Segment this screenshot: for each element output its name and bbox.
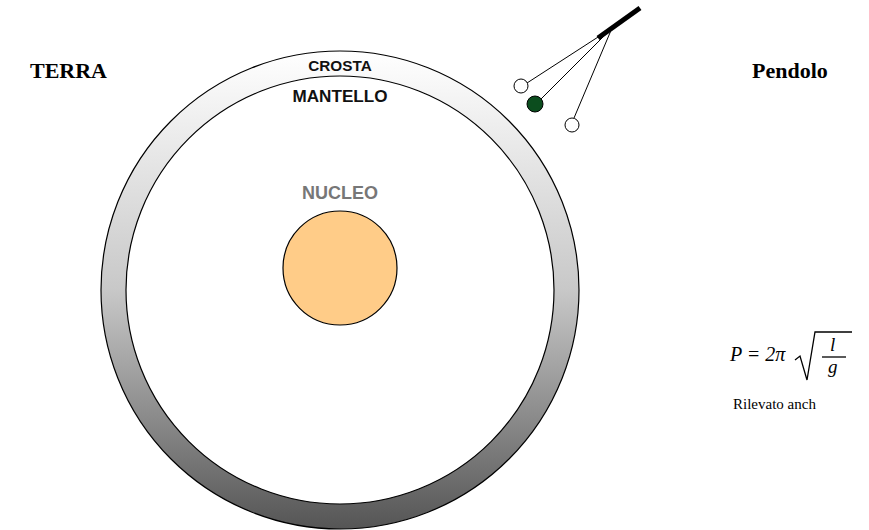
layer-label: MANTELLO [125, 87, 555, 107]
pendulum-bob [527, 96, 543, 112]
crust-ring: CROSTA MANTELLO NUCLEO [100, 50, 580, 530]
note: Rilevato anch [733, 396, 816, 413]
core-circle: NUCLEO [282, 210, 398, 326]
pendulum-string [527, 28, 612, 83]
pendulum-bob [514, 79, 528, 93]
formula-symbol: g [828, 356, 838, 378]
pendulum-string [540, 28, 612, 100]
core-circle-outline [282, 210, 398, 326]
layer-label: NUCLEO [282, 183, 398, 204]
pendulum-bob [565, 118, 579, 132]
figure-title: TERRA [30, 58, 107, 84]
layer-label: CROSTA [100, 57, 580, 75]
formula-symbol: l [830, 334, 835, 356]
sqrt-sign [795, 332, 852, 380]
pendulum-string [574, 28, 612, 118]
formula: P = 2π [730, 343, 785, 366]
mantle-circle: MANTELLO NUCLEO [125, 75, 555, 505]
figure-title: Pendolo [752, 58, 828, 84]
